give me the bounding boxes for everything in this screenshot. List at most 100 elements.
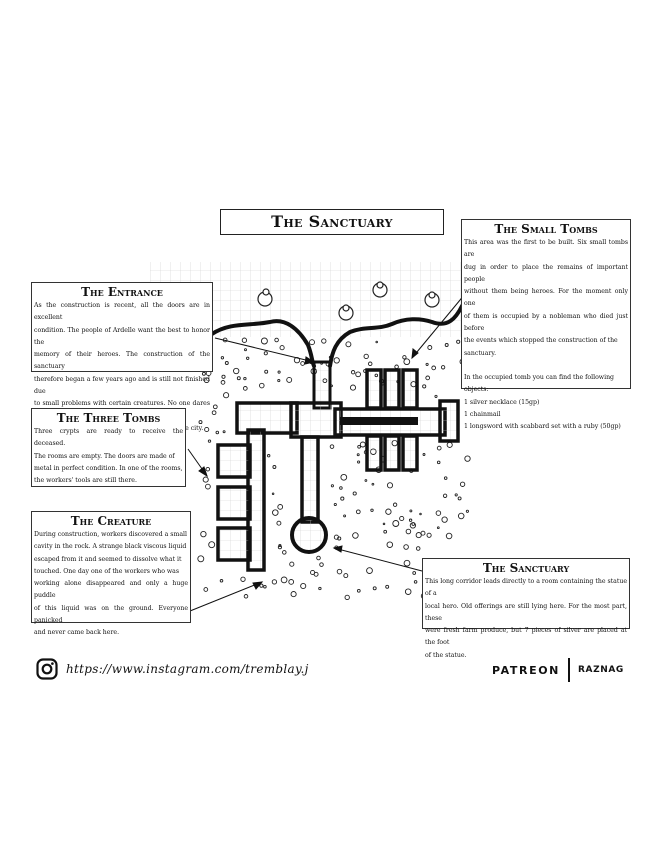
instagram-url[interactable]: https://www.instagram.com/tremblay.j	[66, 662, 309, 676]
rubble-stone	[264, 369, 269, 374]
rubble-stone	[426, 532, 432, 538]
note-line: condition. The people of Ardelle want th…	[34, 326, 210, 346]
cliff-edge	[210, 304, 464, 368]
rubble-stone	[219, 579, 224, 583]
rubble-stone	[203, 377, 210, 384]
rubble-stone	[436, 460, 441, 465]
rubble-stone	[274, 337, 279, 343]
rubble-stone	[333, 357, 340, 364]
rubble-stone	[277, 545, 282, 550]
rubble-stone	[313, 571, 319, 577]
main-structure	[216, 368, 460, 572]
note-line: the events which stopped the constructio…	[464, 337, 618, 345]
rubble-stone	[233, 367, 240, 375]
rubble-stone	[203, 587, 209, 592]
rubble-stone	[280, 576, 288, 584]
rubble-stone	[436, 445, 442, 451]
rubble-stone	[422, 384, 427, 389]
rubble-stone	[202, 476, 209, 483]
rubble-stone	[444, 343, 449, 347]
rubble-stone	[392, 502, 398, 507]
rubble-stone	[403, 358, 411, 366]
rubble-stone	[357, 444, 361, 449]
rubble-stone	[220, 380, 226, 385]
rubble-stone	[267, 454, 271, 458]
rubble-stone	[223, 392, 230, 399]
creator-label: RAZNAG	[577, 665, 624, 675]
rubble-stone	[260, 337, 268, 345]
rubble-stone	[337, 536, 342, 541]
rubble-stone	[386, 541, 394, 548]
rubble-stone	[356, 453, 360, 457]
rubble-stone	[382, 522, 386, 526]
note-body: This area was the first to be built. Six…	[464, 237, 628, 360]
rubble-stone	[345, 341, 352, 348]
note-line: This long corridor leads directly to a r…	[425, 578, 627, 598]
rubble-stone	[212, 404, 218, 410]
rubble-stone	[415, 532, 422, 539]
note-line: objects:	[464, 386, 489, 394]
rubble-stone	[399, 515, 405, 522]
rubble-stone	[385, 584, 390, 589]
rubble-stone	[425, 375, 431, 381]
page-title: The Sanctuary	[220, 209, 444, 235]
note-line: 1 longsword with scabbard set with a rub…	[464, 423, 621, 431]
rubble-stone	[415, 546, 421, 551]
rubble-stone	[356, 588, 361, 593]
rubble-stone	[344, 594, 350, 601]
rubble-stone	[405, 528, 412, 535]
rubble-stone	[350, 370, 356, 375]
rubble-stone	[271, 579, 278, 585]
note-line: the workers' tools are still there.	[34, 477, 137, 485]
rubble-stone	[440, 365, 446, 370]
rubble-stone	[383, 529, 388, 534]
rubble-stone	[434, 394, 438, 398]
rubble-stone	[355, 509, 361, 515]
note-line: During construction, workers discovered …	[34, 531, 187, 538]
rubble-stone	[441, 516, 448, 523]
rubble-stone	[409, 522, 417, 529]
rubble-stone	[394, 364, 399, 370]
rubble-stone	[403, 559, 411, 567]
instagram-link[interactable]: https://www.instagram.com/tremblay.j	[36, 658, 309, 680]
rubble-stone	[431, 365, 437, 371]
note-line: cavity in the rock. A strange black visc…	[34, 543, 187, 551]
rubble-stone	[456, 339, 461, 344]
rubble-stone	[288, 579, 295, 585]
rubble-stone	[300, 582, 307, 590]
rubble-stone	[446, 441, 453, 448]
rubble-stone	[445, 532, 453, 540]
rubble-stone	[336, 568, 343, 575]
note-body: This long corridor leads directly to a r…	[425, 576, 627, 662]
rubble-stone	[259, 382, 265, 389]
note-sanctuary: The Sanctuary This long corridor leads d…	[422, 558, 630, 659]
note-line: of the statue.	[425, 651, 467, 659]
note-line: and never came back here.	[34, 629, 120, 637]
rubble-stone	[402, 355, 407, 360]
rubble-stone	[403, 544, 409, 550]
rubble-stone	[427, 345, 433, 350]
rubble-stone	[318, 586, 322, 591]
rubble-stone	[352, 491, 357, 496]
rubble-stone	[319, 562, 324, 567]
rubble-stone	[224, 361, 229, 365]
rubble-stone	[289, 561, 295, 567]
rubble-stone	[198, 420, 203, 425]
rubble-stone	[201, 371, 206, 376]
note-heading: The Sanctuary	[482, 561, 570, 575]
rubble-stone	[243, 594, 249, 599]
rubble-stone	[442, 493, 448, 498]
note-entrance: The Entrance As the construction is rece…	[31, 282, 213, 432]
note-line: In the occupied tomb you can find the fo…	[464, 373, 615, 381]
note-line: escaped from it and seemed to dissolve w…	[34, 555, 182, 563]
patreon-badge[interactable]: PATREON RAZNAG	[492, 658, 624, 682]
rubble-stone	[282, 550, 287, 555]
rubble-stone	[408, 518, 413, 522]
rubble-stone	[366, 567, 373, 574]
rubble-stone	[309, 339, 315, 346]
rubble-stone	[241, 337, 248, 343]
sanctuary-room	[290, 516, 328, 554]
rubble-stone	[242, 386, 248, 391]
note-heading: The Creature	[70, 514, 152, 528]
rubble-stone	[363, 353, 369, 360]
